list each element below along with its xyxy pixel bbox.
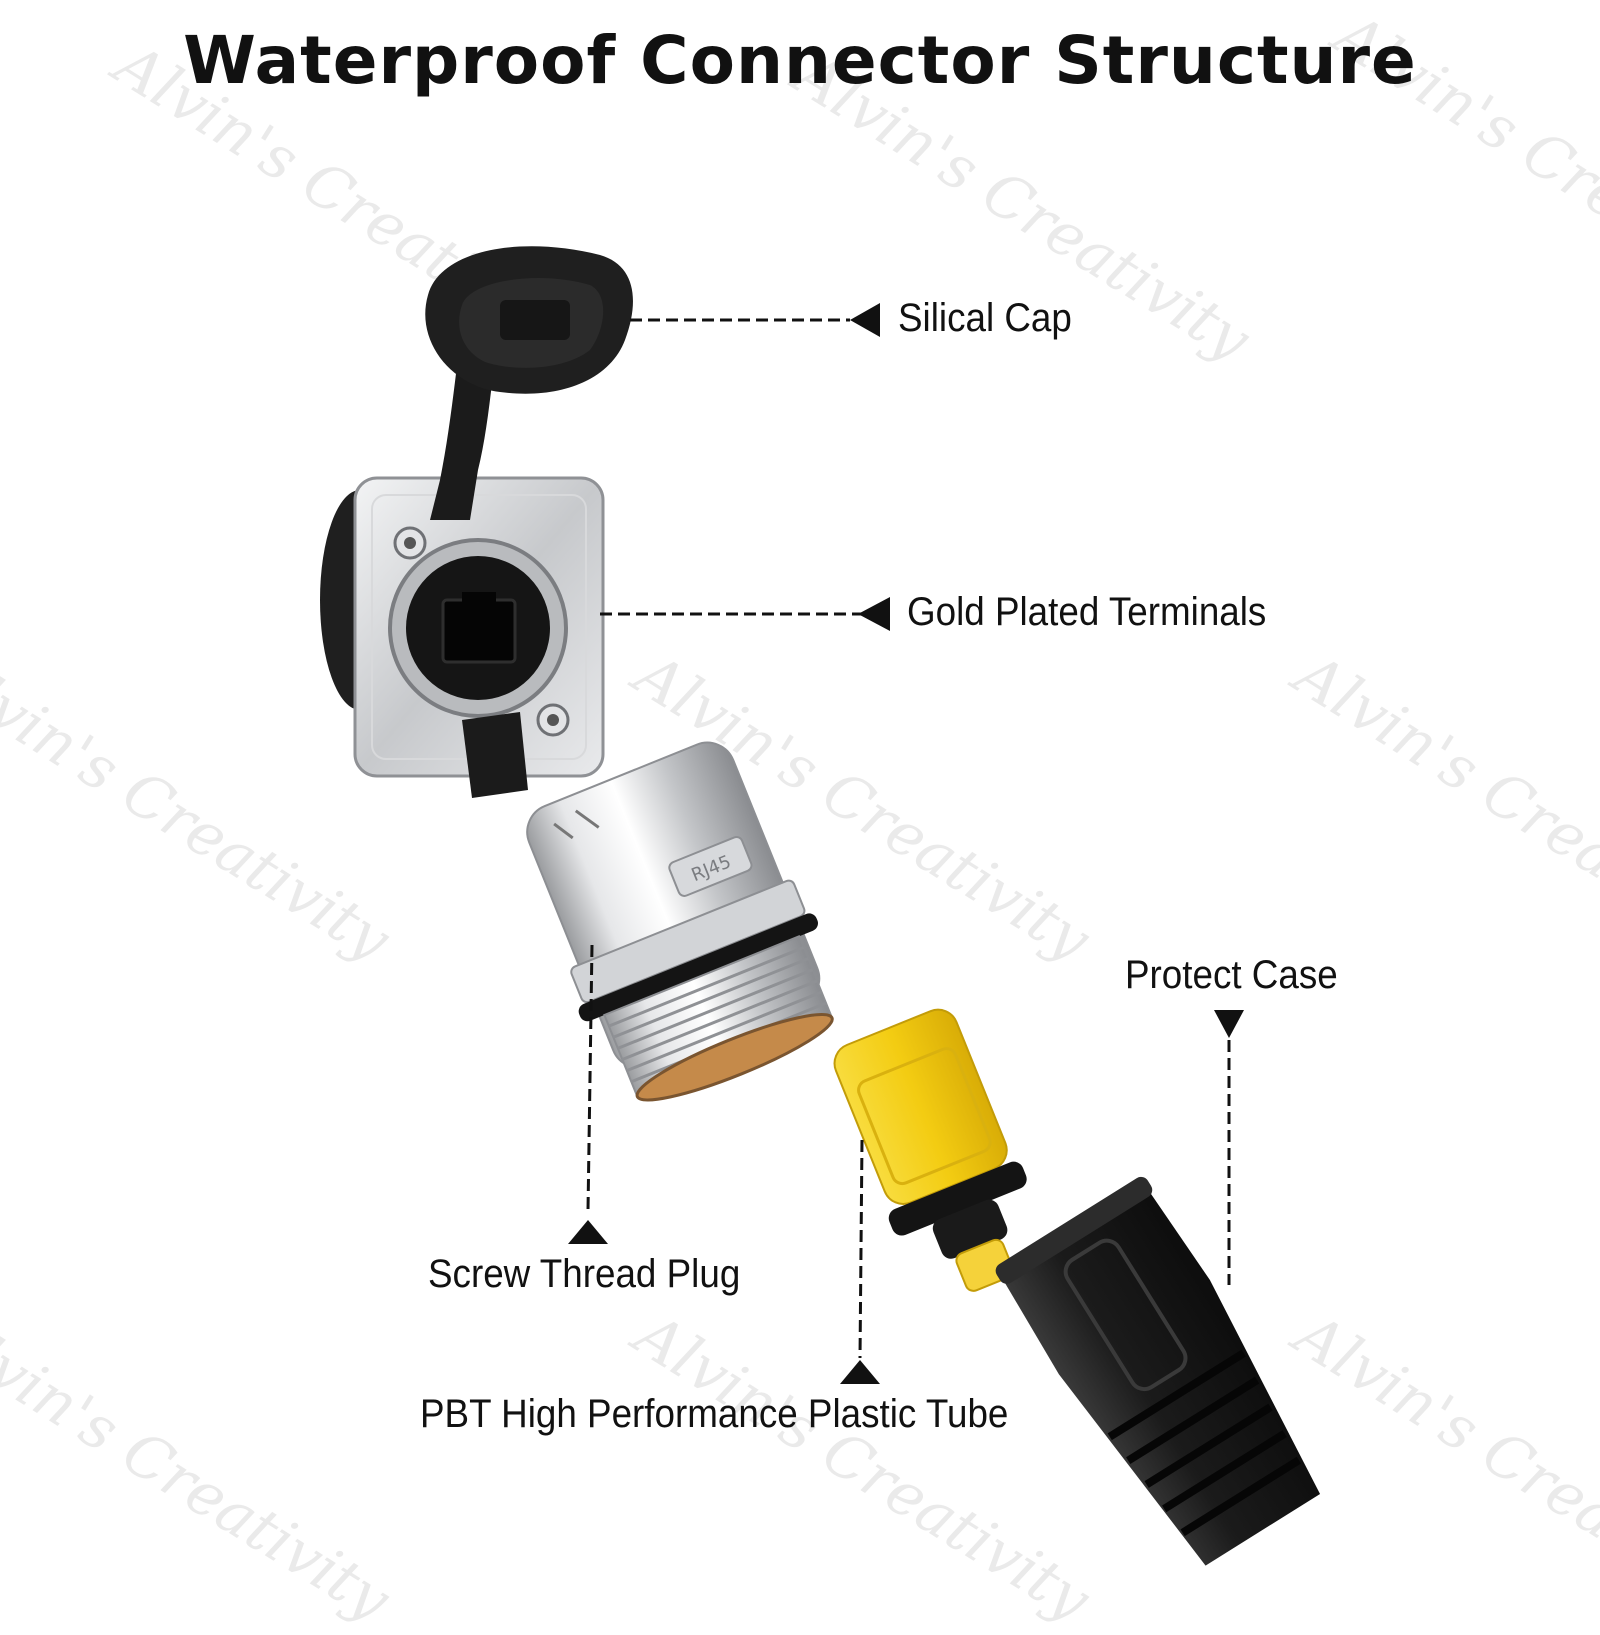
cap-latch: [462, 712, 528, 798]
leader-screw-plug: [568, 944, 608, 1244]
label-gold-terminals: Gold Plated Terminals: [907, 590, 1267, 634]
label-screw-plug: Screw Thread Plug: [428, 1252, 741, 1296]
pbt-plastic-tube: [833, 1008, 1027, 1292]
leader-gold-terminals: [600, 597, 890, 631]
leader-protect-case: [1214, 1010, 1244, 1285]
connector-illustration: RJ45: [320, 246, 1321, 1566]
label-pbt-tube: PBT High Performance Plastic Tube: [420, 1392, 1009, 1436]
leader-silical-cap: [630, 303, 880, 337]
label-silical-cap: Silical Cap: [898, 296, 1072, 340]
silical-cap: [425, 246, 633, 394]
leader-pbt-tube: [840, 1139, 880, 1384]
page-title: Waterproof Connector Structure: [183, 22, 1417, 99]
panel-socket: [320, 476, 605, 778]
label-protect-case: Protect Case: [1125, 953, 1338, 997]
protect-case: [995, 1176, 1321, 1566]
screw-thread-plug: RJ45: [526, 741, 834, 1102]
